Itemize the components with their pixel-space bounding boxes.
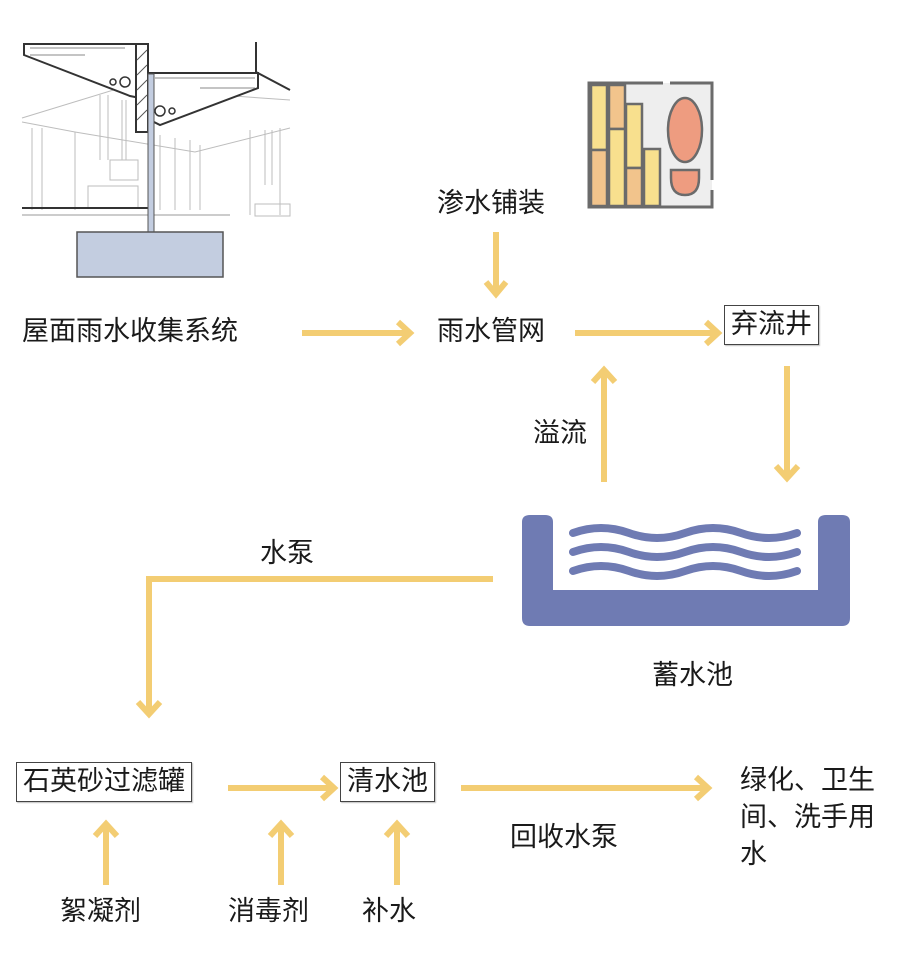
- label-end-use-3: 水: [740, 839, 767, 870]
- label-disinfectant: 消毒剂: [228, 896, 309, 927]
- label-recycle-pump: 回收水泵: [510, 822, 618, 853]
- label-end-use-2: 间、洗手用: [740, 802, 875, 833]
- label-storage-tank: 蓄水池: [652, 660, 733, 691]
- label-permeable-paving: 渗水铺装: [437, 188, 545, 219]
- label-flocculant: 絮凝剂: [60, 896, 141, 927]
- arrow-pump: [146, 576, 493, 712]
- label-overflow: 溢流: [533, 418, 587, 449]
- label-makeup-water: 补水: [362, 896, 416, 927]
- label-pump: 水泵: [260, 538, 314, 569]
- label-storm-pipe-network: 雨水管网: [437, 316, 545, 347]
- label-roof-collection: 屋面雨水收集系统: [22, 316, 238, 347]
- building-section-icon: [21, 42, 291, 278]
- node-initial-discharge-well: 弃流井: [724, 305, 819, 345]
- node-clear-water-tank: 清水池: [340, 762, 435, 802]
- label-end-use-1: 绿化、卫生: [740, 765, 875, 796]
- node-quartz-sand-filter: 石英砂过滤罐: [16, 762, 192, 802]
